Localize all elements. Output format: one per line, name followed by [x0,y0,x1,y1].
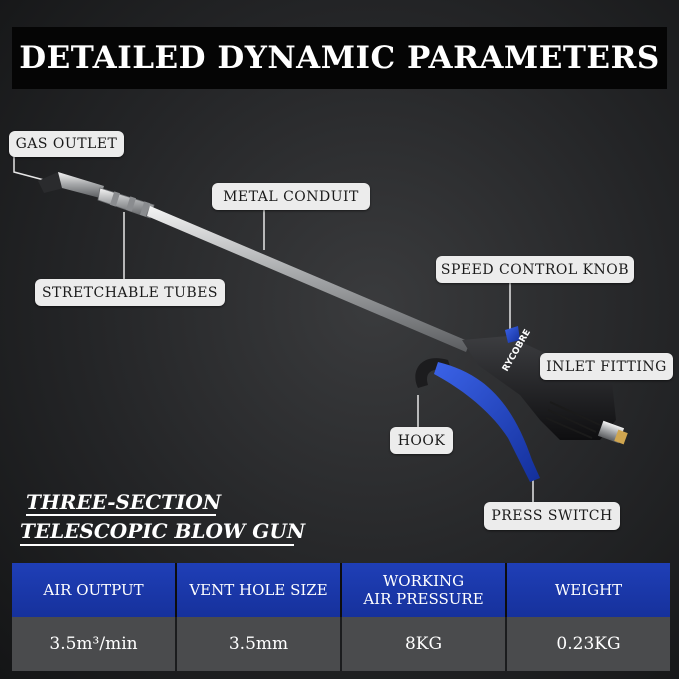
header-air-output-text: AIR OUTPUT [43,581,144,599]
nozzle [38,172,104,198]
speed-control-knob-label: SPEED CONTROL KNOB [436,256,634,283]
header-working-air-pressure: WORKING AIR PRESSURE [342,563,507,617]
header-weight: WEIGHT [507,563,670,617]
metal-conduit [147,206,470,352]
gas-outlet-label: GAS OUTLET [9,131,124,157]
header-air-output: AIR OUTPUT [12,563,177,617]
header-vent-hole-size-text: VENT HOLE SIZE [189,581,328,599]
value-weight: 0.23KG [507,617,670,671]
value-weight-text: 0.23KG [556,634,621,654]
specs-table-header: AIR OUTPUT VENT HOLE SIZE WORKING AIR PR… [12,563,670,617]
press-switch-lever [434,362,540,482]
value-vent-hole-size: 3.5mm [177,617,342,671]
hook-text: HOOK [397,432,446,449]
value-vent-hole-size-text: 3.5mm [228,634,289,654]
heading-line1-text: THREE-SECTION [26,490,222,514]
header-weight-text: WEIGHT [554,581,623,599]
inlet-fitting-label: INLET FITTING [540,353,673,380]
page-title: DETAILED DYNAMIC PARAMETERS [19,40,660,76]
gas-outlet-text: GAS OUTLET [15,136,118,152]
heading-underline-1 [26,514,216,516]
value-working-air-pressure-text: 8KG [404,634,443,654]
speed-knob [505,326,520,343]
heading-line2-text: TELESCOPIC BLOW GUN [20,519,306,543]
header-vent-hole-size: VENT HOLE SIZE [177,563,342,617]
heading-underline-2 [20,544,294,546]
inlet-fitting-text: INLET FITTING [546,358,667,375]
metal-conduit-label: METAL CONDUIT [212,183,370,210]
specs-table: AIR OUTPUT VENT HOLE SIZE WORKING AIR PR… [12,563,670,671]
metal-conduit-text: METAL CONDUIT [223,188,359,205]
title-banner: DETAILED DYNAMIC PARAMETERS [12,27,667,89]
gun-body: RYCOBRE [415,326,628,482]
product-heading-line1: THREE-SECTION [26,490,222,516]
stretchable-tubes-text: STRETCHABLE TUBES [41,284,219,301]
press-switch-text: PRESS SWITCH [491,508,613,524]
gas-outlet-line [13,156,45,181]
press-switch-label: PRESS SWITCH [484,502,620,530]
hook-label: HOOK [390,427,453,454]
header-working-text: WORKING [382,572,465,590]
stretchable-tubes-label: STRETCHABLE TUBES [35,279,225,306]
telescopic-tubes [97,187,155,219]
value-working-air-pressure: 8KG [342,617,507,671]
value-air-output: 3.5m³/min [12,617,177,671]
header-air-pressure-text: AIR PRESSURE [363,590,484,608]
speed-control-knob-text: SPEED CONTROL KNOB [440,261,630,278]
specs-table-values: 3.5m³/min 3.5mm 8KG 0.23KG [12,617,670,671]
value-air-output-text: 3.5m³/min [49,634,138,654]
product-heading-line2: TELESCOPIC BLOW GUN [20,519,306,546]
